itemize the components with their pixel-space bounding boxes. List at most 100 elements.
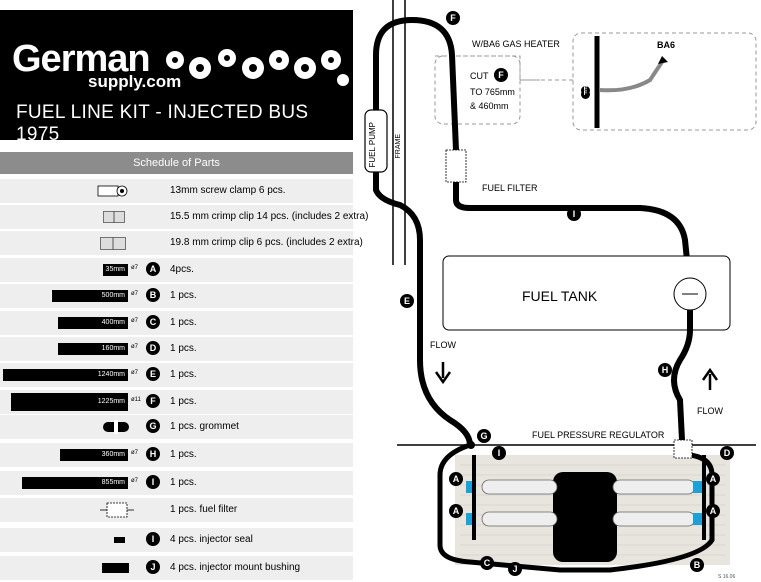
frame-label: FRAME — [395, 134, 402, 159]
injector-icon — [693, 481, 703, 493]
hose-diameter: ø7 — [131, 370, 139, 376]
screw-clamp-icon — [97, 185, 128, 197]
schedule-header: Schedule of Parts — [0, 152, 353, 174]
part-desc: 1 pcs. grommet — [170, 421, 239, 432]
regulator-label: FUEL PRESSURE REGULATOR — [532, 430, 665, 440]
logo-main-text: German — [12, 38, 151, 80]
crimp-clip-icon — [103, 211, 125, 223]
injector-icon — [466, 481, 476, 493]
hose-e — [373, 172, 473, 446]
flow-left-label: FLOW — [430, 340, 456, 350]
fuel-filter-icon — [100, 502, 134, 518]
part-row-hose-h: 360mm ø7 H 1 pcs. — [0, 443, 353, 467]
part-desc: 1 pcs. — [170, 369, 197, 380]
footer-code: S 16.06 — [718, 574, 736, 580]
injector-icon — [693, 513, 703, 525]
part-row-hose-c: 400mm ø7 C 1 pcs. — [0, 311, 353, 335]
badge-a: A — [449, 504, 463, 518]
injector-bushing-icon — [102, 563, 129, 573]
hose-length-bar: 400mm — [58, 317, 128, 329]
part-desc: 4 pcs. injector seal — [170, 534, 253, 545]
kit-title: FUEL LINE KIT - INJECTED BUS 1975 — [16, 102, 309, 145]
badge-b-engine: B — [690, 558, 704, 572]
part-row-hose-b: 500mm ø7 B 1 pcs. — [0, 284, 353, 308]
part-letter-badge: I — [146, 532, 160, 546]
hose-diameter: ø7 — [131, 478, 139, 484]
hose-diameter: ø7 — [131, 291, 139, 297]
hose-length-bar: 1240mm — [3, 369, 128, 381]
hose-length-bar: 500mm — [52, 290, 128, 302]
part-desc: 1 pcs. fuel filter — [170, 504, 238, 515]
hose-diameter: ø11 — [131, 397, 141, 403]
part-row-injector-seal: I 4 pcs. injector seal — [0, 528, 353, 552]
part-row-hose-i: 855mm ø7 I 1 pcs. — [0, 471, 353, 495]
part-row-crimp-19: 19.8 mm crimp clip 6 pcs. (includes 2 ex… — [0, 231, 363, 255]
part-letter-badge: I — [146, 475, 160, 489]
hose-length-bar: 35mm — [103, 264, 128, 276]
arrow-icon — [658, 56, 668, 64]
ba6-hose — [599, 60, 664, 93]
flow-up-arrow-icon — [701, 367, 719, 390]
intake-plenum-icon — [553, 472, 617, 562]
cut-label: CUT — [470, 71, 489, 81]
hose-diameter: ø7 — [131, 450, 139, 456]
pressure-regulator-icon — [673, 439, 693, 459]
badge-f-top: F — [446, 11, 460, 25]
part-desc: 1 pcs. — [170, 396, 197, 407]
fuel-tank-label: FUEL TANK — [522, 288, 598, 304]
fuel-filter-icon — [445, 149, 467, 183]
hose-length-bar: 360mm — [60, 449, 128, 461]
hose-diameter: ø7 — [131, 344, 139, 350]
cut-dims-1: TO 765mm — [470, 87, 515, 97]
part-letter-badge: J — [146, 560, 160, 574]
part-letter-badge: G — [146, 419, 160, 433]
badge-g-grommet: G — [477, 429, 491, 443]
flow-down-arrow-icon — [434, 362, 452, 385]
part-row-screw-clamp: 13mm screw clamp 6 pcs. — [0, 179, 353, 203]
ba6-label: BA6 — [657, 40, 676, 50]
heater-inset-box — [572, 32, 757, 131]
gears-logo-icon — [166, 49, 349, 86]
flow-right-label: FLOW — [697, 406, 723, 416]
part-letter-badge: H — [146, 447, 160, 461]
injector-icon — [466, 513, 476, 525]
hose-b-c — [437, 442, 715, 573]
part-desc: 4pcs. — [170, 264, 194, 275]
part-desc: 19.8 mm crimp clip 6 pcs. (includes 2 ex… — [170, 237, 363, 248]
part-desc: 1 pcs. — [170, 477, 197, 488]
part-row-fuel-filter: 1 pcs. fuel filter — [0, 498, 353, 522]
part-desc: 1 pcs. — [170, 343, 197, 354]
part-letter-badge: D — [146, 341, 160, 355]
part-row-crimp-15: 15.5 mm crimp clip 14 pcs. (includes 2 e… — [0, 205, 368, 229]
part-letter-badge: C — [146, 315, 160, 329]
badge-i-line: I — [567, 207, 581, 221]
hose-diameter: ø7 — [131, 318, 139, 324]
heater-title: W/BA6 GAS HEATER — [472, 39, 560, 49]
cut-callout-box — [434, 55, 521, 125]
badge-f-small: F — [581, 90, 590, 99]
part-desc: 15.5 mm crimp clip 14 pcs. (includes 2 e… — [170, 211, 369, 222]
badge-c-engine: C — [480, 556, 494, 570]
hose-length-bar: 1225mm — [11, 393, 128, 411]
part-desc: 13mm screw clamp 6 pcs. — [170, 185, 286, 196]
cut-dims-2: & 460mm — [470, 101, 509, 111]
grommet-icon — [467, 441, 475, 449]
part-letter-badge: E — [146, 367, 160, 381]
part-row-injector-bushing: J 4 pcs. injector mount bushing — [0, 556, 353, 580]
header-panel: German supply.com FUEL LINE KIT - INJECT… — [0, 10, 353, 145]
badge-e-line: E — [400, 294, 414, 308]
logo-sub-text: supply.com — [88, 72, 182, 91]
badge-d-engine: D — [720, 446, 734, 460]
hose-i — [453, 182, 691, 271]
part-desc: 1 pcs. — [170, 290, 197, 301]
crimp-clip-icon — [100, 237, 126, 250]
injector-seal-icon — [114, 537, 125, 543]
badge-a: A — [706, 504, 720, 518]
hose-f — [373, 16, 459, 151]
part-desc: 4 pcs. injector mount bushing — [170, 562, 301, 573]
part-row-hose-e: 1240mm ø7 E 1 pcs. — [0, 363, 353, 387]
hose-length-bar: 855mm — [22, 477, 128, 489]
hose-diameter: ø7 — [131, 265, 139, 271]
part-row-hose-f: 1225mm ø11 F 1 pcs. — [0, 390, 353, 414]
